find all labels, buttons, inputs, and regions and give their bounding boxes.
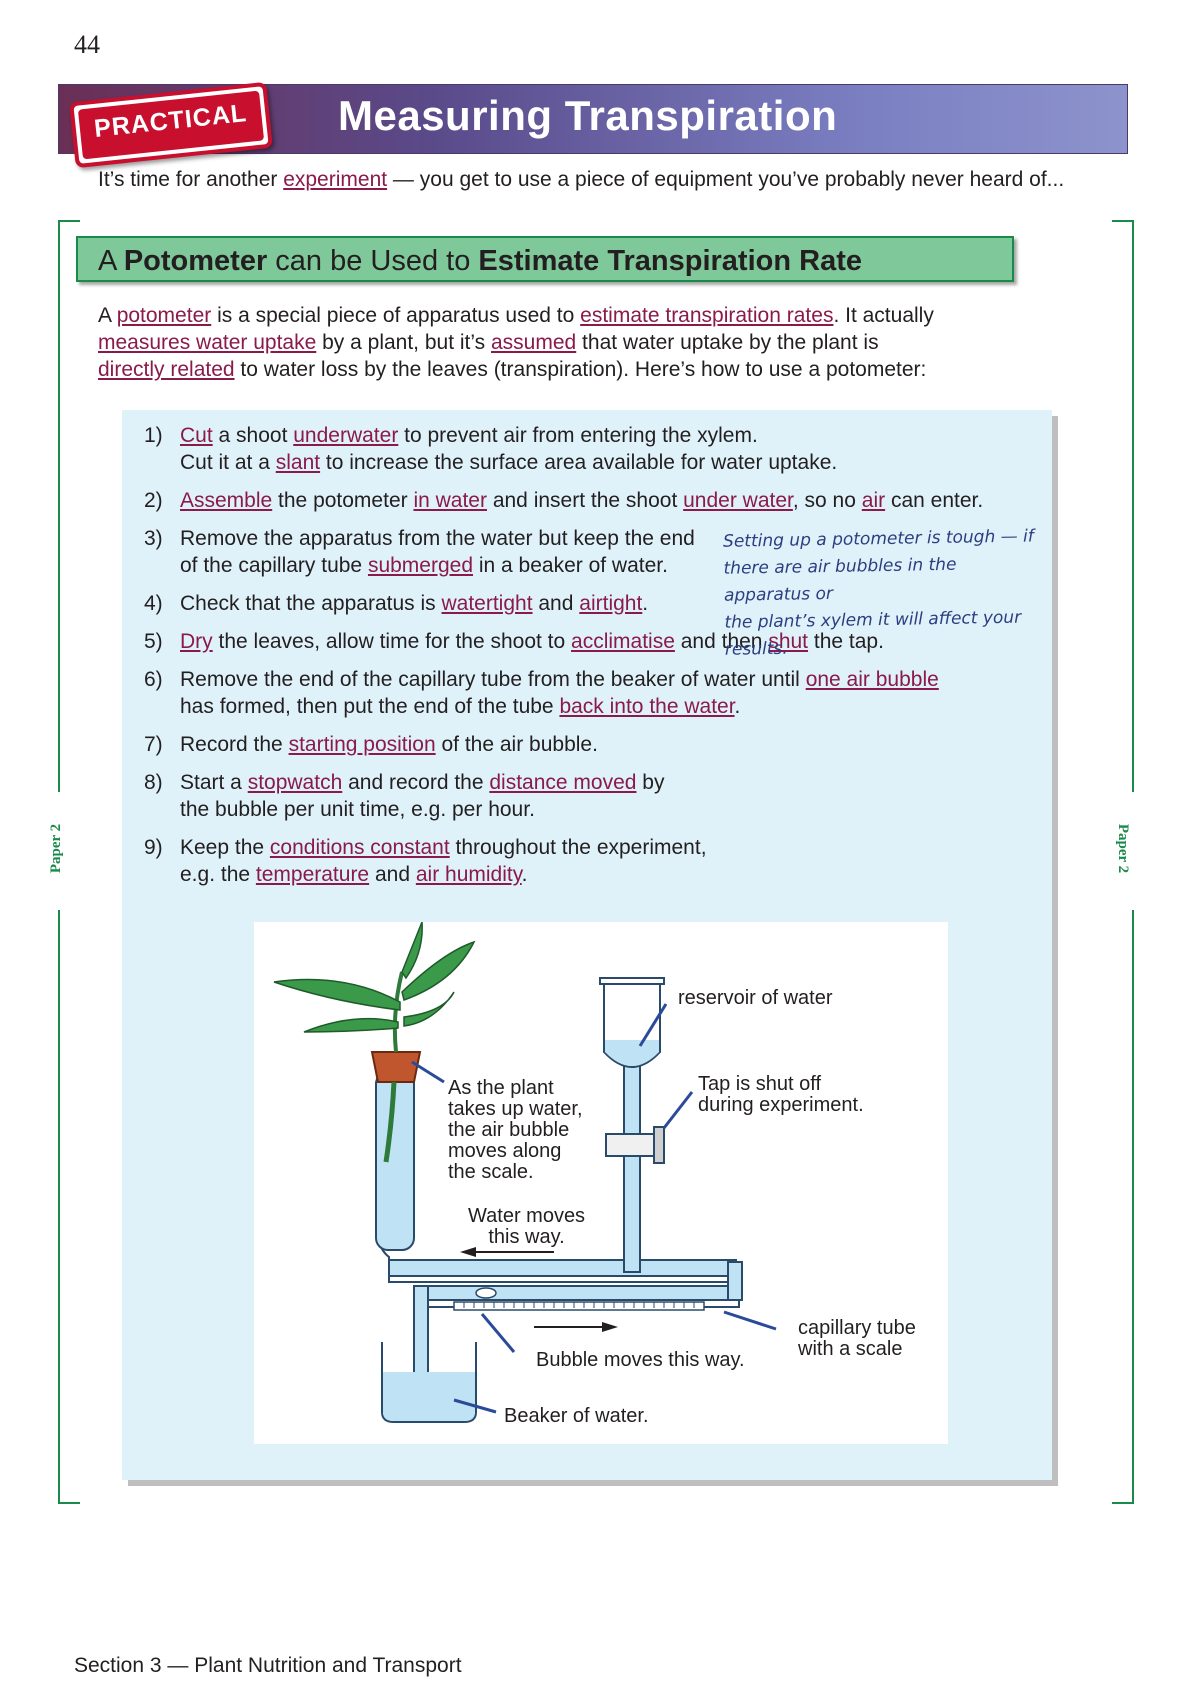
capillary-tube — [413, 1285, 737, 1301]
potometer-illustration — [273, 922, 777, 1423]
scale — [453, 1301, 705, 1311]
label-bubble: Bubble moves this way. — [536, 1349, 745, 1371]
tap — [605, 1133, 657, 1157]
air-bubble — [475, 1287, 497, 1299]
intro-keyword: experiment — [283, 168, 388, 191]
leaf — [303, 1017, 399, 1033]
leaf — [401, 940, 476, 1001]
intro-text: It’s time for another — [98, 168, 284, 191]
intro-line: It’s time for another experiment — you g… — [98, 168, 1064, 192]
page-title: Measuring Transpiration — [338, 92, 838, 139]
right-bracket-bottom — [1112, 910, 1134, 1504]
footer: Section 3 — Plant Nutrition and Transpor… — [74, 1654, 462, 1677]
side-label-right: Paper 2 — [1115, 823, 1132, 874]
leaf — [403, 991, 455, 1027]
side-label-left: Paper 2 — [48, 823, 65, 874]
intro-text-end: — you get to use a piece of equipment yo… — [387, 168, 1065, 191]
page-number: 44 — [74, 30, 100, 59]
left-bracket-bottom — [58, 910, 80, 1504]
intro-paragraph: A potometer is a special piece of appara… — [98, 304, 934, 381]
left-bracket-top — [58, 220, 80, 792]
leaf — [401, 922, 423, 980]
section-heading: A Potometer can be Used to Estimate Tran… — [76, 236, 1014, 282]
right-bracket-top — [1112, 220, 1134, 792]
beaker — [381, 1342, 477, 1423]
handwritten-note: Setting up a potometer is tough — if the… — [722, 526, 1034, 660]
plant-pot — [370, 1051, 422, 1083]
label-reservoir: reservoir of water — [678, 987, 833, 1009]
practical-badge-label: PRACTICAL — [77, 90, 265, 160]
label-beaker: Beaker of water. — [504, 1405, 649, 1427]
leaf — [273, 978, 401, 1011]
